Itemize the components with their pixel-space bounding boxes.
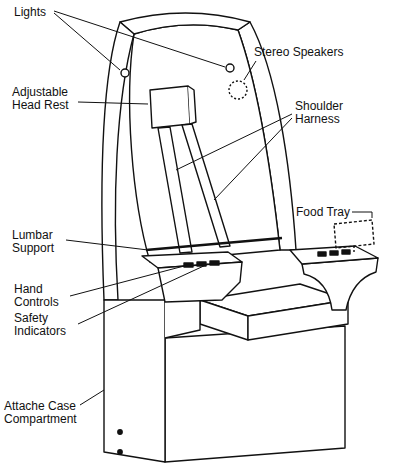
hand-control [318, 252, 326, 256]
leader-line [78, 102, 148, 104]
top-rim [120, 13, 250, 34]
stereo-speaker [229, 81, 247, 99]
part-label: Hand Controls [14, 283, 70, 309]
food-tray [334, 220, 374, 248]
chair-drawing [102, 13, 378, 462]
leader-line [80, 390, 104, 405]
part-label: Safety Indicators [14, 312, 76, 338]
hand-control [330, 251, 338, 255]
right-armrest-pedestal [302, 258, 378, 310]
leader-line [244, 61, 256, 80]
part-label: Lumbar Support [12, 229, 74, 255]
hand-control [184, 263, 193, 267]
hinge [118, 450, 122, 454]
leader-lines [54, 11, 372, 405]
leader-line [54, 11, 225, 67]
light [226, 64, 234, 72]
head-rest-side [188, 86, 196, 124]
part-label: Attache Case Compartment [4, 400, 94, 426]
safety-indicator [342, 250, 350, 254]
harness-strap [158, 127, 192, 253]
lumbar-bar [146, 238, 282, 250]
case-compartment [104, 300, 165, 462]
part-label: Lights [14, 6, 46, 19]
seat-base [165, 326, 345, 462]
left-wing-frame [102, 22, 134, 300]
leader-line [78, 264, 208, 324]
food-tray-stem [353, 246, 354, 252]
part-label: Adjustable Head Rest [12, 86, 84, 112]
head-rest [150, 86, 190, 128]
leader-line [214, 118, 292, 200]
seat-cushion-side [200, 300, 248, 340]
leader-line [352, 212, 372, 218]
leader-line [70, 266, 184, 296]
right-armrest-top [290, 246, 378, 264]
light [121, 69, 129, 77]
safety-indicator [210, 261, 219, 265]
harness-strap [182, 124, 230, 247]
leader-line [66, 240, 148, 250]
hinge [118, 430, 122, 434]
part-label: Shoulder Harness [295, 100, 357, 126]
part-label: Stereo Speakers [254, 46, 343, 59]
leader-line [176, 114, 292, 170]
part-label: Food Tray [296, 206, 350, 219]
